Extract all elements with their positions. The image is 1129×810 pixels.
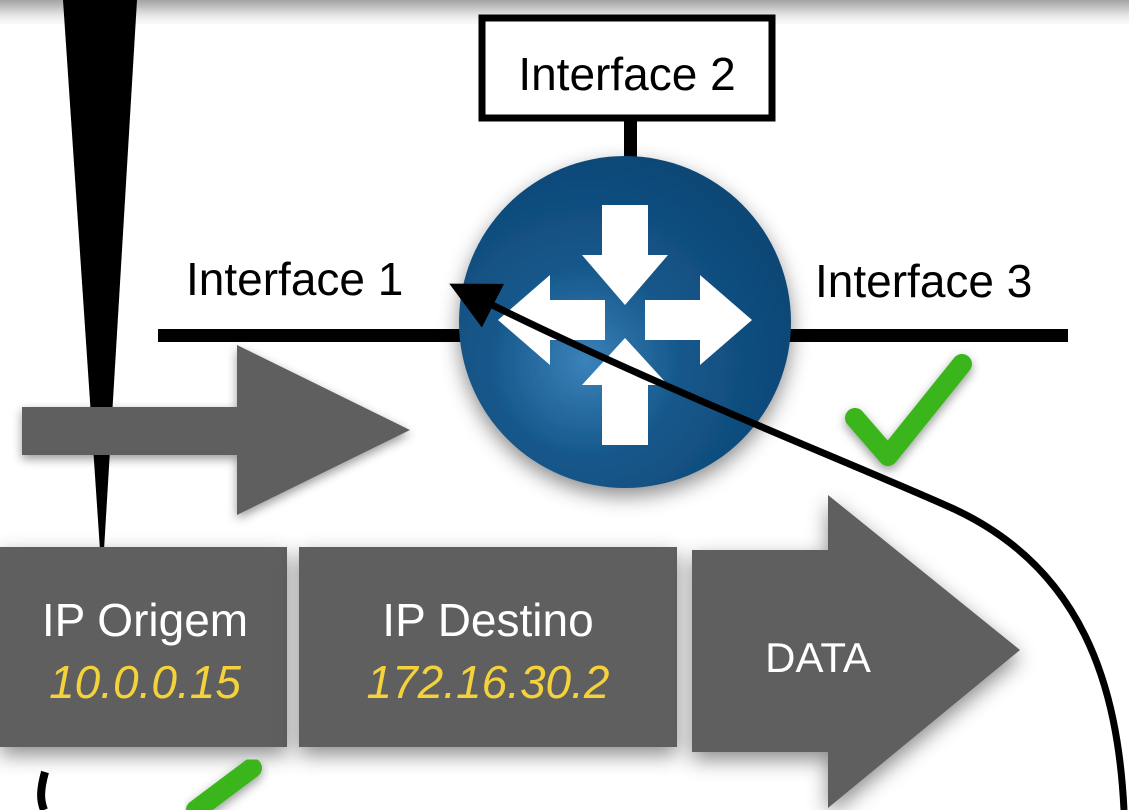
checkmark-icon-bottom: [186, 758, 262, 810]
path-arrow: [449, 283, 1128, 810]
packet-ip-origem: IP Origem 10.0.0.15: [0, 547, 287, 747]
ip-destino-label: IP Destino: [382, 594, 593, 646]
interface-3-label: Interface 3: [815, 255, 1032, 307]
packet-ip-destino: IP Destino 172.16.30.2: [299, 547, 677, 747]
flow-arrow: [22, 345, 410, 515]
path-curve-fragment: [37, 770, 49, 810]
interface-2-box: [478, 14, 776, 122]
interface-2-connector: [624, 118, 637, 168]
wedge-line: [63, 0, 137, 550]
interface-2-label: Interface 2: [518, 48, 735, 100]
ip-destino-value: 172.16.30.2: [366, 656, 609, 708]
checkmark-icon: [845, 354, 972, 466]
data-label: DATA: [765, 634, 871, 681]
packet-data: DATA: [692, 495, 1020, 808]
ip-origem-value: 10.0.0.15: [49, 656, 241, 708]
router-icon: [459, 156, 791, 488]
ip-origem-label: IP Origem: [42, 594, 248, 646]
interface-1-label: Interface 1: [186, 253, 403, 305]
